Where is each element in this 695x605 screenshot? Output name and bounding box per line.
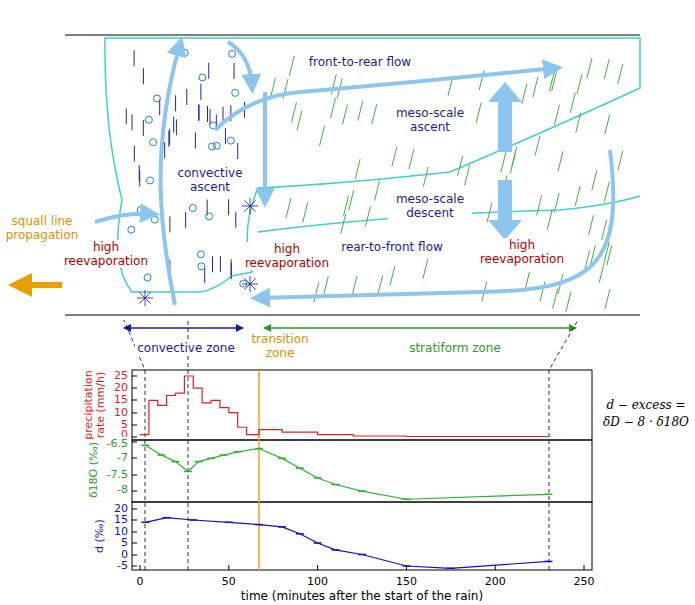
axis-title: time (minutes after the start of the rai… xyxy=(239,589,485,603)
axis-tick: 250 xyxy=(572,575,597,589)
zone-label: transition zone xyxy=(243,332,317,360)
axis-title: precipitation rate (mm/h) xyxy=(83,367,107,443)
axis-tick: 15 xyxy=(112,393,130,407)
diagram-label: high reevaporation xyxy=(55,240,157,268)
axis-tick: -8 xyxy=(115,483,130,497)
formula: d − excess = δD − 8 · δ18O xyxy=(597,397,695,431)
axis-title: δ18O (‰) xyxy=(88,440,100,500)
axis-tick: 0 xyxy=(135,575,146,589)
axis-tick: 100 xyxy=(305,575,330,589)
axis-tick: -7.5 xyxy=(105,468,130,482)
diagram-label: rear-to-front flow xyxy=(339,240,445,254)
diagram-label: front-to-rear flow xyxy=(307,55,413,69)
zone-label: convective zone xyxy=(135,341,237,355)
axis-tick: -7 xyxy=(115,451,130,465)
diagram-label: convective ascent xyxy=(168,166,252,194)
axis-tick: -6.5 xyxy=(105,437,130,451)
diagram-label: squall line propagation xyxy=(0,214,86,242)
zone-label: stratiform zone xyxy=(407,341,503,355)
precipitation-symbols xyxy=(126,49,623,312)
diagram-label: meso-scale ascent xyxy=(388,106,472,134)
axis-tick: 50 xyxy=(220,575,238,589)
diagram-label: high reevaporation xyxy=(236,242,338,270)
axis-tick: 150 xyxy=(394,575,419,589)
axis-tick: -5 xyxy=(115,559,130,573)
axis-tick: 200 xyxy=(483,575,508,589)
diagram-label: high reevaporation xyxy=(471,238,573,266)
axis-title: d (‰) xyxy=(94,517,106,555)
time-series-plots xyxy=(132,376,584,570)
diagram-label: meso-scale descent xyxy=(388,192,472,220)
